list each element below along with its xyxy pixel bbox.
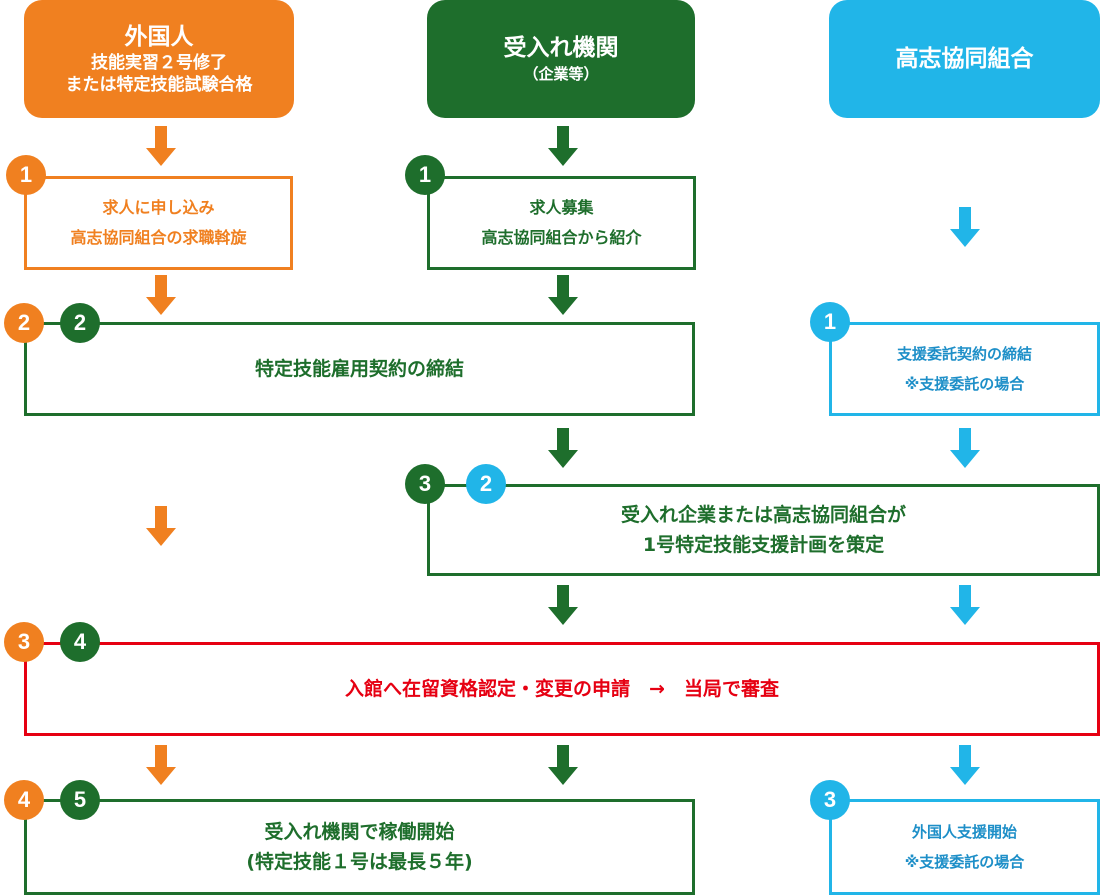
step-number-badge: 4 (4, 780, 44, 820)
header-association: 高志協同組合 (829, 0, 1100, 118)
arrow-down-icon (950, 745, 980, 785)
step-support-plan-line2: 1号特定技能支援計画を策定 (642, 534, 885, 556)
header-company-title: 受入れ機関 (503, 35, 619, 61)
header-foreigner: 外国人 技能実習２号修了 または特定技能試験合格 (24, 0, 294, 118)
arrow-down-icon (146, 506, 176, 546)
arrow-down-icon (548, 428, 578, 468)
step-support-contract-line2: ※支援委託の場合 (904, 375, 1025, 393)
step-support-plan: 受入れ企業または高志協同組合が 1号特定技能支援計画を策定 (427, 484, 1100, 576)
step-number-badge: 2 (466, 464, 506, 504)
arrow-down-icon (548, 745, 578, 785)
header-foreigner-line3: または特定技能試験合格 (65, 75, 253, 95)
header-company: 受入れ機関 （企業等） (427, 0, 695, 118)
step-start-work-line2: (特定技能１号は最長５年) (246, 851, 473, 873)
step-support-contract: 支援委託契約の締結 ※支援委託の場合 (829, 322, 1100, 416)
arrow-down-icon (950, 585, 980, 625)
step-number-badge: 3 (405, 464, 445, 504)
step-number-badge: 1 (405, 155, 445, 195)
step-number-badge: 1 (6, 155, 46, 195)
step-company-recruit-line2: 高志協同組合から紹介 (481, 228, 642, 247)
step-number-badge: 3 (4, 622, 44, 662)
step-start-support-line1: 外国人支援開始 (911, 823, 1017, 841)
step-immigration-application: 入館へ在留資格認定・変更の申請 → 当局で審査 (24, 642, 1100, 736)
step-start-work: 受入れ機関で稼働開始 (特定技能１号は最長５年) (24, 799, 695, 895)
step-number-badge: 2 (60, 303, 100, 343)
step-foreigner-apply: 求人に申し込み 高志協同組合の求職斡旋 (24, 176, 293, 270)
step-support-contract-line1: 支援委託契約の締結 (896, 345, 1032, 363)
header-foreigner-line2: 技能実習２号修了 (91, 53, 227, 73)
step-number-badge: 3 (810, 780, 850, 820)
step-number-badge: 4 (60, 622, 100, 662)
step-company-recruit-line1: 求人募集 (529, 198, 594, 217)
step-start-support-line2: ※支援委託の場合 (904, 853, 1025, 871)
header-company-subtitle: （企業等） (523, 65, 599, 83)
arrow-down-icon (146, 126, 176, 166)
step-employment-contract: 特定技能雇用契約の締結 (24, 322, 695, 416)
step-number-badge: 2 (4, 303, 44, 343)
step-support-plan-line1: 受入れ企業または高志協同組合が (620, 504, 906, 526)
arrow-down-icon (950, 207, 980, 247)
step-start-work-line1: 受入れ機関で稼働開始 (264, 821, 455, 843)
arrow-down-icon (146, 275, 176, 315)
step-number-badge: 5 (60, 780, 100, 820)
step-foreigner-apply-line1: 求人に申し込み (102, 198, 215, 217)
step-number-badge: 1 (810, 302, 850, 342)
header-association-title: 高志協同組合 (895, 46, 1034, 72)
step-start-support: 外国人支援開始 ※支援委託の場合 (829, 799, 1100, 895)
step-employment-contract-line1: 特定技能雇用契約の締結 (254, 358, 464, 380)
arrow-down-icon (548, 275, 578, 315)
arrow-down-icon (950, 428, 980, 468)
step-immigration-line1: 入館へ在留資格認定・変更の申請 → 当局で審査 (345, 678, 779, 700)
arrow-down-icon (548, 126, 578, 166)
arrow-down-icon (548, 585, 578, 625)
step-foreigner-apply-line2: 高志協同組合の求職斡旋 (70, 228, 247, 247)
header-foreigner-title: 外国人 (124, 24, 194, 50)
arrow-down-icon (146, 745, 176, 785)
step-company-recruit: 求人募集 高志協同組合から紹介 (427, 176, 696, 270)
